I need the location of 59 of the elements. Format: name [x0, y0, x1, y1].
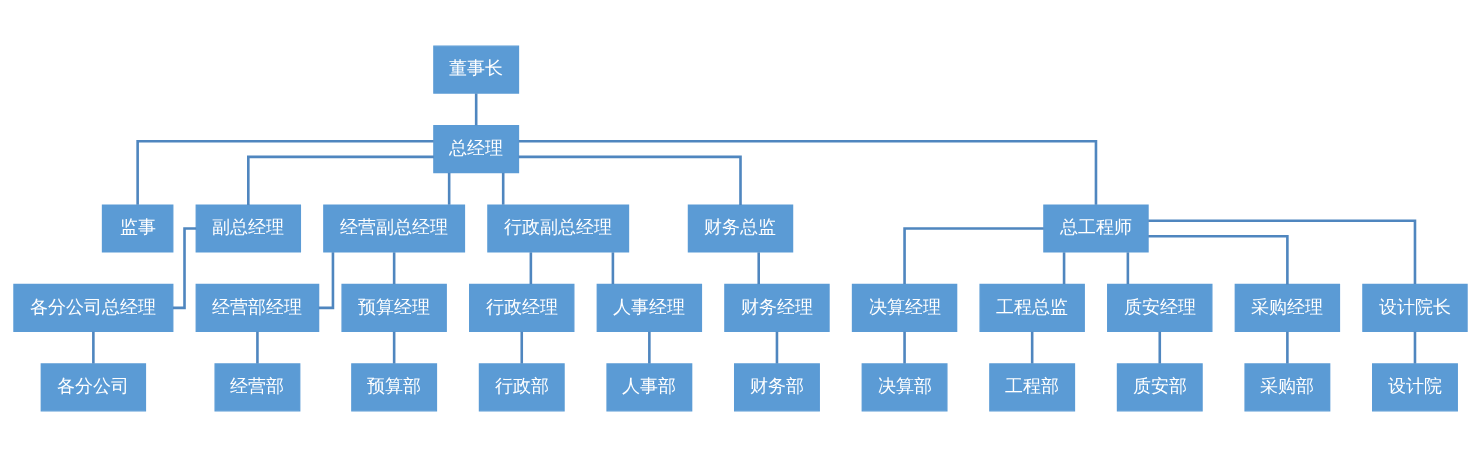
connector	[1030, 331, 1034, 364]
node-box: 总经理	[433, 124, 520, 173]
node-box: 经营副总经理	[323, 203, 466, 253]
connector	[775, 331, 779, 364]
node-box: 监事	[101, 203, 174, 253]
connector	[501, 172, 505, 205]
connector	[520, 331, 524, 364]
connector	[757, 251, 761, 284]
connector	[318, 251, 335, 309]
connector	[1158, 331, 1162, 364]
connector	[903, 331, 906, 364]
connector	[256, 331, 259, 364]
node-box: 工程总监	[979, 283, 1085, 332]
connector	[247, 155, 434, 205]
connector	[1126, 251, 1130, 284]
connector	[611, 251, 615, 284]
node-box: 决算经理	[851, 283, 958, 332]
connector	[474, 92, 478, 125]
node-box: 质安经理	[1107, 283, 1213, 332]
node-box: 各分公司	[40, 362, 147, 411]
node-box: 行政副总经理	[487, 203, 630, 253]
node-box: 设计院	[1372, 362, 1458, 411]
connector	[518, 155, 742, 205]
connector	[518, 139, 1098, 205]
node-box: 经营部	[214, 362, 301, 411]
node-box: 质安部	[1116, 362, 1203, 411]
node-box: 财务经理	[724, 283, 830, 332]
node-box: 财务总监	[687, 203, 794, 253]
connector	[136, 139, 434, 205]
node-box: 人事部	[606, 362, 693, 411]
connector	[648, 331, 651, 364]
node-box: 财务部	[734, 362, 820, 411]
node-box: 各分公司总经理	[13, 283, 174, 332]
node-box: 经营部经理	[195, 283, 320, 332]
node-box: 工程部	[989, 362, 1076, 411]
connector	[92, 331, 95, 364]
connector	[1148, 234, 1289, 284]
node-box: 总工程师	[1043, 203, 1149, 253]
connector	[1413, 331, 1417, 364]
connector	[447, 172, 451, 205]
node-box: 行政部	[478, 362, 565, 411]
connector	[903, 226, 1044, 284]
connector	[1148, 218, 1417, 284]
connector	[1062, 251, 1066, 284]
node-box: 副总经理	[195, 203, 302, 253]
node-box: 董事长	[433, 45, 520, 94]
connector	[392, 251, 396, 284]
node-box: 采购经理	[1234, 283, 1341, 332]
connector	[529, 251, 533, 284]
node-box: 预算部	[351, 362, 438, 411]
node-box: 预算经理	[341, 283, 447, 332]
node-box: 设计院长	[1362, 283, 1468, 332]
node-box: 行政经理	[469, 283, 575, 332]
node-box: 人事经理	[596, 283, 703, 332]
node-box: 采购部	[1244, 362, 1331, 411]
connector	[172, 226, 197, 309]
connector	[392, 331, 396, 364]
connector	[1286, 331, 1289, 364]
node-box: 决算部	[861, 362, 948, 411]
